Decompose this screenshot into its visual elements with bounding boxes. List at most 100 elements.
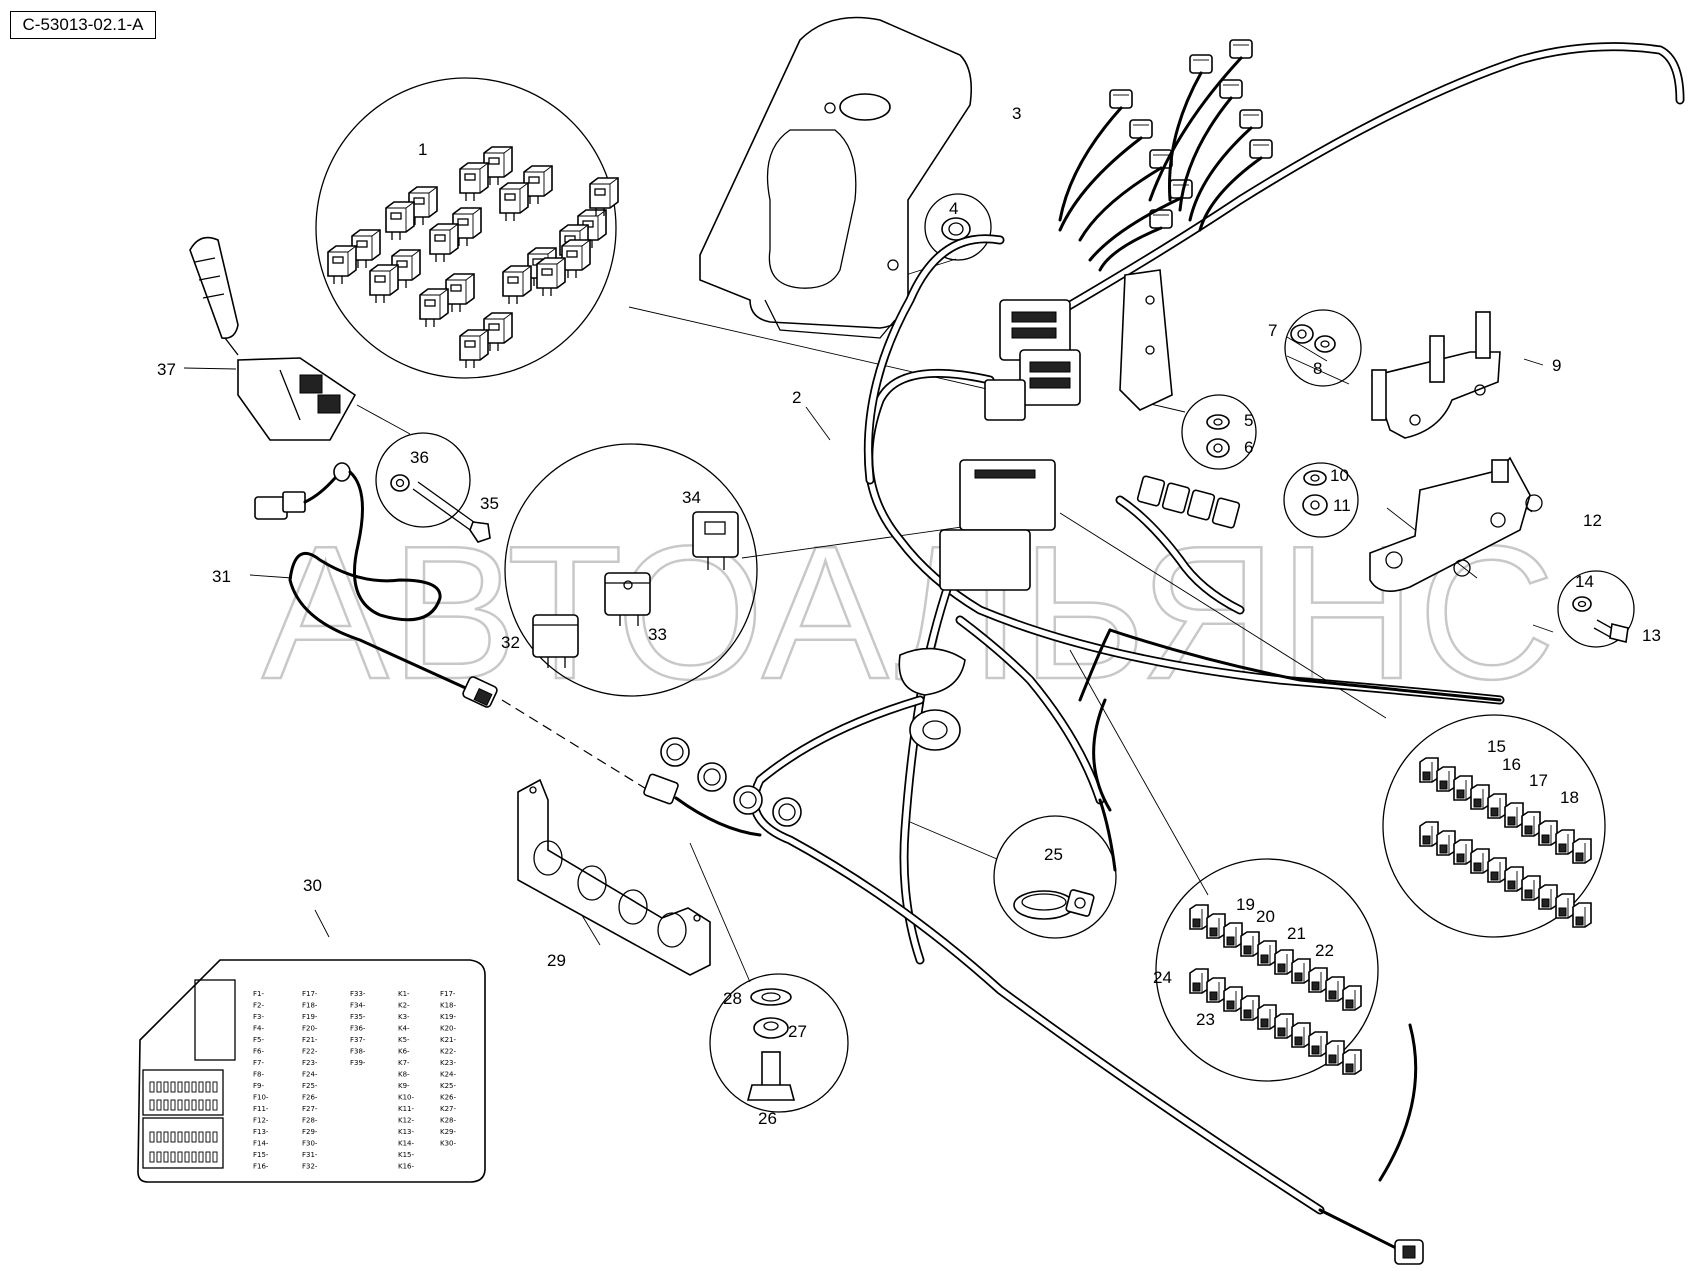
relay-34 [692, 511, 739, 570]
fuse-large-1 [1419, 757, 1439, 783]
decal-relay-b-9: K25- [440, 1082, 456, 1090]
callout-31: 31 [212, 567, 231, 586]
decal-fuse-9: F9- [253, 1082, 264, 1090]
fuse-medium-6 [1274, 949, 1294, 975]
fuse-large-20 [1572, 902, 1592, 928]
detail-circle-nut-washer-b [1284, 309, 1362, 387]
bracket-12 [1369, 456, 1543, 592]
fuse-medium-17 [1291, 1022, 1311, 1048]
callout-33: 33 [648, 625, 667, 644]
fuse-medium-3 [1223, 922, 1243, 948]
detail-circle-relays [315, 77, 617, 379]
relay-19 [445, 273, 475, 312]
fuse-large-3 [1453, 775, 1473, 801]
harness-relay-8 [1239, 109, 1263, 129]
decal-fuse-b-6: F22- [302, 1048, 318, 1056]
callout-1: 1 [418, 140, 427, 159]
fuse-set-large [1419, 757, 1592, 928]
relay-22 [459, 329, 489, 368]
callout-7: 7 [1268, 321, 1277, 340]
decal-relay-b-13: K29- [440, 1128, 456, 1136]
relay-14 [369, 264, 399, 303]
relay-16 [502, 265, 532, 304]
decal-fuse-6: F6- [253, 1048, 264, 1056]
bolt-and-washer [390, 474, 491, 543]
relay-20 [419, 288, 449, 327]
fuse-medium-20 [1342, 1049, 1362, 1075]
fuse-large-18 [1538, 884, 1558, 910]
switch-assembly [189, 236, 357, 441]
detail-circle-bolt [375, 432, 471, 528]
bracket-9 [1370, 311, 1501, 439]
decal-fuse-b-3: F19- [302, 1013, 318, 1021]
harness-connectors-right [1136, 475, 1241, 529]
fuse-large-16 [1504, 866, 1524, 892]
relay-2 [459, 162, 489, 201]
decal-fuse-c-7: F39- [350, 1059, 366, 1067]
relay-21 [483, 312, 513, 351]
nut-washer-5-6 [1206, 414, 1230, 458]
fuse-medium-8 [1308, 967, 1328, 993]
decal-relay-12: K12- [398, 1117, 414, 1125]
decal-fuse-b-14: F30- [302, 1140, 318, 1148]
decal-fuse-c-1: F33- [350, 990, 366, 998]
decal-fuse-c-5: F37- [350, 1036, 366, 1044]
fuse-medium-10 [1342, 985, 1362, 1011]
decal-fuse-b-4: F20- [302, 1025, 318, 1033]
decal-relay-4: K4- [398, 1025, 410, 1033]
callout-24: 24 [1153, 968, 1172, 987]
decal-fuse-b-16: F32- [302, 1163, 318, 1171]
callout-26: 26 [758, 1109, 777, 1128]
relay-12 [327, 245, 357, 284]
screw-13-14 [1572, 596, 1629, 643]
decal-relay-16: K16- [398, 1163, 414, 1171]
fuse-medium-12 [1206, 977, 1226, 1003]
fuse-large-17 [1521, 875, 1541, 901]
fuse-large-4 [1470, 784, 1490, 810]
detail-circle-grommet [924, 193, 992, 261]
decal-relay-b-10: K26- [440, 1094, 456, 1102]
earth-bolt [746, 988, 796, 1101]
decal-fuse-b-11: F27- [302, 1105, 318, 1113]
sensor-cable [254, 462, 498, 708]
decal-relay-8: K8- [398, 1071, 410, 1079]
detail-circle-fuses-medium [1155, 858, 1379, 1082]
callout-34: 34 [682, 488, 701, 507]
fuse-large-15 [1487, 857, 1507, 883]
decal-fuse-b-2: F18- [302, 1002, 318, 1010]
detail-circle-small-relays [504, 443, 758, 697]
detail-circle-clamp [993, 815, 1117, 939]
decal-fuse-b-1: F17- [302, 990, 318, 998]
decal-fuse-4: F4- [253, 1025, 264, 1033]
callout-11: 11 [1333, 496, 1351, 515]
decal-relay-10: K10- [398, 1094, 414, 1102]
fuse-medium-11 [1189, 968, 1209, 994]
decal-fuse-b-7: F23- [302, 1059, 318, 1067]
harness-relay-9 [1249, 139, 1273, 159]
relay-33 [604, 572, 651, 626]
callout-14: 14 [1575, 572, 1594, 591]
decal-relay-b-7: K23- [440, 1059, 456, 1067]
callout-23: 23 [1196, 1010, 1215, 1029]
relay-23 [589, 177, 619, 216]
relay-1 [483, 146, 513, 185]
fuse-block [898, 269, 1241, 696]
detail-circle-nut-washer-c [1283, 462, 1359, 538]
callout-25: 25 [1044, 845, 1063, 864]
relay-set [327, 146, 619, 368]
main-harness [749, 42, 1685, 1265]
decal-fuse-b-5: F21- [302, 1036, 318, 1044]
decal-relay-b-11: K27- [440, 1105, 456, 1113]
cable-clamp [1013, 889, 1095, 920]
decal-fuse-7: F7- [253, 1059, 264, 1067]
decal-fuse-5: F5- [253, 1036, 264, 1044]
harness-relay-2 [1129, 119, 1153, 139]
grommet [941, 217, 971, 241]
nut-washer-7-8 [1290, 324, 1336, 353]
callout-8: 8 [1313, 359, 1322, 378]
callout-9: 9 [1552, 356, 1561, 375]
decal-fuse-b-12: F28- [302, 1117, 318, 1125]
callout-19: 19 [1236, 895, 1255, 914]
decal-relay-5: K5- [398, 1036, 410, 1044]
